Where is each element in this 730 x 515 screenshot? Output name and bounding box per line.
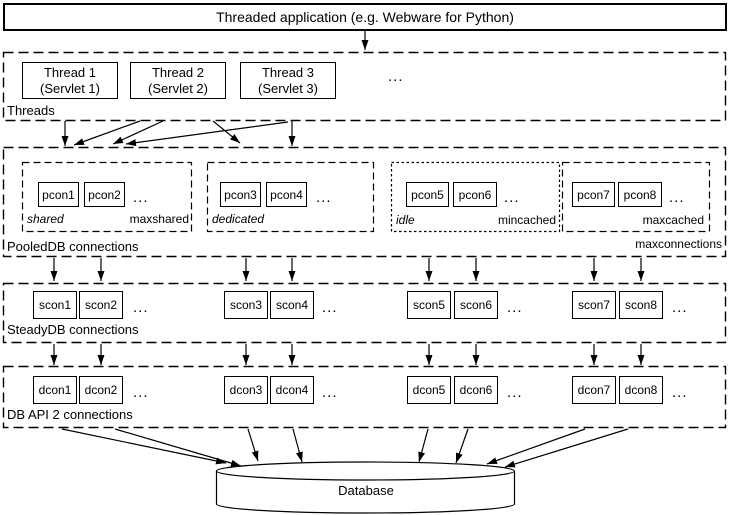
thread-to-pool-arrow — [212, 120, 241, 144]
thread-to-pool-arrow — [125, 121, 289, 147]
dcon-box: dcon8 — [619, 376, 663, 404]
database-cylinder — [215, 461, 516, 514]
pcon-ellipsis: ... — [133, 189, 149, 206]
pcon-box: pcon2 — [84, 182, 125, 207]
scon-ellipsis: ... — [133, 299, 149, 316]
dcon-to-database-arrow — [61, 428, 227, 465]
pcon-box: pcon6 — [453, 182, 497, 207]
dcon-box: dcon4 — [270, 376, 314, 404]
scon-box: scon7 — [572, 291, 616, 319]
thread-servlet: (Servlet 3) — [258, 80, 318, 96]
pcon-box: pcon7 — [572, 182, 615, 207]
database-label: Database — [338, 483, 394, 498]
pcon-box: pcon4 — [266, 182, 307, 207]
dedicated-group-frame — [206, 161, 375, 233]
scon-box: scon2 — [79, 291, 123, 319]
scon-box: scon1 — [33, 291, 77, 319]
thread-box-1: Thread 1 (Servlet 1) — [22, 62, 118, 99]
thread-name: Thread 2 — [151, 64, 205, 80]
thread-box-3: Thread 3 (Servlet 3) — [240, 62, 336, 99]
pcon-box: pcon8 — [618, 182, 662, 207]
dcon-to-database-arrow — [455, 428, 469, 464]
maxcached-label: maxcached — [642, 213, 704, 227]
scon-ellipsis: ... — [322, 299, 338, 316]
thread-servlet: (Servlet 2) — [148, 80, 208, 96]
threads-section-label: Threads — [7, 103, 55, 118]
thread-servlet: (Servlet 1) — [40, 80, 100, 96]
database-cylinder-top — [215, 461, 516, 481]
scon-ellipsis: ... — [672, 299, 688, 316]
dcon-ellipsis: ... — [672, 384, 688, 401]
pcon-ellipsis: ... — [504, 189, 520, 206]
pcon-box: pcon5 — [406, 182, 449, 207]
dcon-ellipsis: ... — [507, 384, 523, 401]
steady-section-label: SteadyDB connections — [7, 322, 139, 337]
shared-group-frame — [21, 161, 193, 233]
dcon-to-database-arrow — [292, 428, 303, 463]
dcon-box: dcon2 — [79, 376, 123, 404]
scon-box: scon5 — [407, 291, 451, 319]
threads-section-frame — [2, 51, 727, 122]
idle-label: idle — [396, 213, 415, 227]
pcon-ellipsis: ... — [669, 189, 685, 206]
pooled-section-label: PooledDB connections — [7, 239, 139, 254]
app-title: Threaded application (e.g. Webware for P… — [216, 9, 514, 25]
thread-box-2: Thread 2 (Servlet 2) — [130, 62, 226, 99]
steady-section-frame — [2, 282, 727, 344]
shared-label: shared — [27, 212, 64, 226]
scon-box: scon8 — [619, 291, 663, 319]
dcon-to-database-arrow — [418, 428, 429, 463]
scon-ellipsis: ... — [507, 299, 523, 316]
dcon-ellipsis: ... — [322, 384, 338, 401]
scon-box: scon6 — [454, 291, 498, 319]
maxconnections-label: maxconnections — [635, 237, 722, 251]
thread-to-pool-arrow — [73, 120, 141, 146]
dbapi-section-frame — [2, 365, 727, 429]
dedicated-label: dedicated — [212, 212, 265, 226]
threads-ellipsis: ... — [388, 68, 404, 85]
dcon-to-database-arrow — [114, 428, 242, 467]
dcon-box: dcon7 — [572, 376, 616, 404]
scon-box: scon3 — [224, 291, 268, 319]
dcon-to-database-arrow — [504, 428, 629, 468]
maxcached-group-frame — [561, 161, 711, 233]
thread-name: Thread 3 — [261, 64, 315, 80]
mincached-label: mincached — [497, 213, 556, 227]
dcon-to-database-arrow — [247, 428, 259, 462]
dcon-box: dcon3 — [224, 376, 268, 404]
idle-group-frame — [390, 161, 561, 233]
dcon-to-database-arrow — [486, 428, 586, 465]
pooled-section-frame — [2, 146, 727, 258]
app-title-box: Threaded application (e.g. Webware for P… — [3, 3, 727, 31]
thread-name: Thread 1 — [43, 64, 97, 80]
scon-box: scon4 — [270, 291, 314, 319]
dbapi-section-label: DB API 2 connections — [7, 407, 133, 422]
pcon-ellipsis: ... — [316, 189, 332, 206]
maxshared-label: maxshared — [129, 212, 189, 226]
dcon-box: dcon6 — [454, 376, 498, 404]
thread-to-pool-arrow — [112, 120, 164, 145]
dcon-box: dcon1 — [33, 376, 77, 404]
dcon-box: dcon5 — [407, 376, 451, 404]
pcon-box: pcon3 — [220, 182, 261, 207]
pcon-box: pcon1 — [38, 182, 79, 207]
dcon-ellipsis: ... — [133, 384, 149, 401]
